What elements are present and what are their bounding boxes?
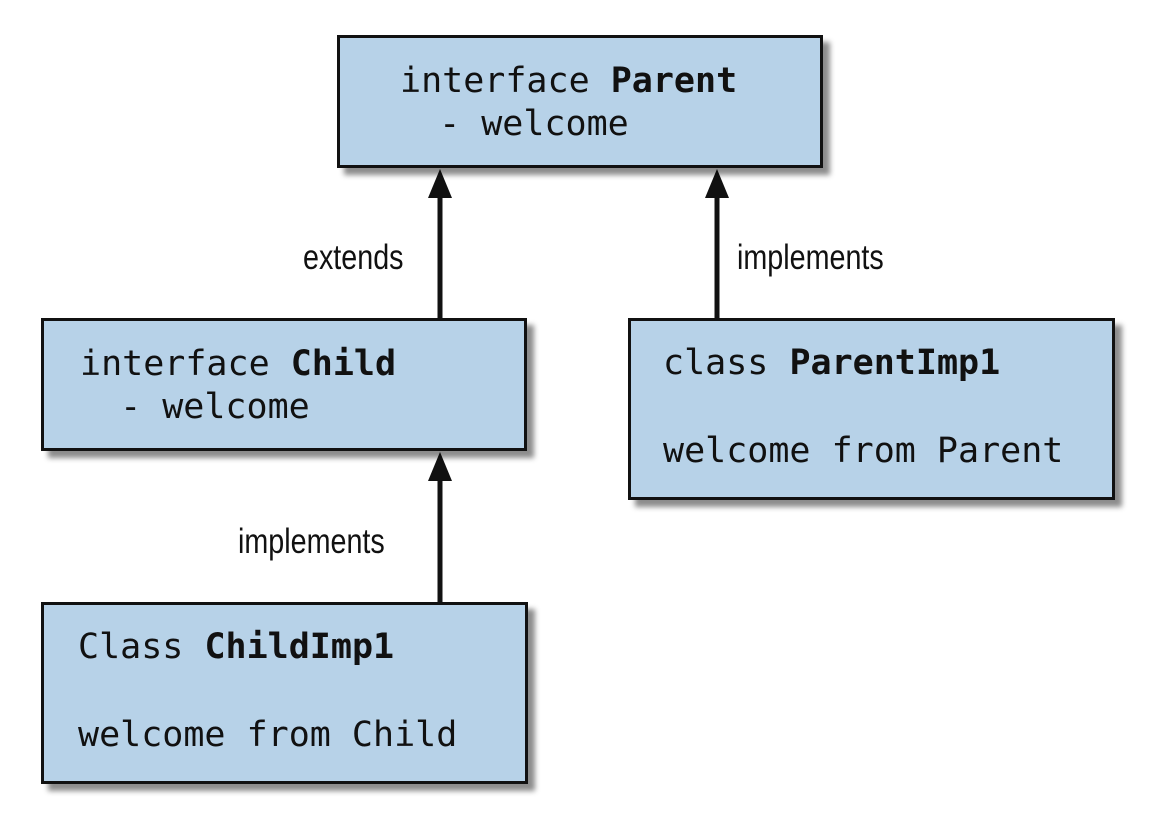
parent-name: Parent [610,61,738,101]
parentimpl-name: ParentImp1 [789,343,1001,383]
parentimpl-header: class ParentImp1 [663,343,1000,383]
parentimpl-keyword: class [663,343,790,383]
parent-header: interface Parent [400,61,737,101]
child-name: Child [290,344,397,384]
class-parentimp1-box: class ParentImp1 welcome from Parent [628,318,1115,500]
parent-keyword: interface [400,61,611,101]
child-header: interface Child [80,344,396,384]
implements-left-arrowhead [428,452,452,481]
childimpl-name: ChildImp1 [204,627,395,667]
childimpl-header: Class ChildImp1 [78,627,394,667]
extends-arrowhead [428,169,452,198]
child-keyword: interface [80,344,291,384]
interface-parent-box: interface Parent - welcome [337,35,823,168]
interface-child-box: interface Child - welcome [41,318,527,451]
parent-member: - welcome [418,104,629,144]
parentimpl-body: welcome from Parent [663,431,1064,471]
extends-label: extends [303,238,404,277]
class-childimp1-box: Class ChildImp1 welcome from Child [41,602,528,784]
childimpl-keyword: Class [78,627,205,667]
childimpl-body: welcome from Child [78,715,458,755]
implements-right-arrowhead [705,169,729,198]
implements-label-childimpl: implements [238,522,385,561]
child-member: - welcome [99,387,310,427]
implements-label-parentimpl: implements [737,238,884,277]
